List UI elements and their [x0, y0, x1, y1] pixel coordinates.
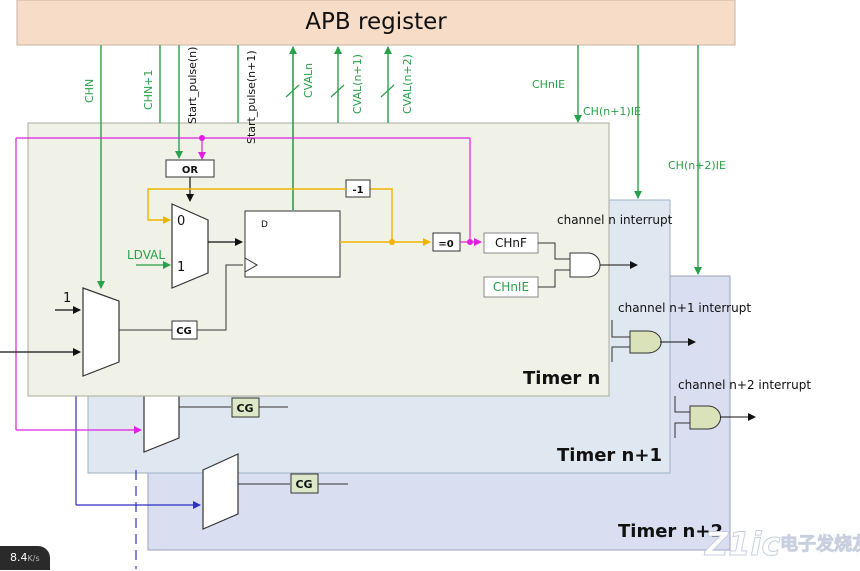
- signal-ch-n1-ie: CH(n+1)IE: [583, 105, 641, 118]
- network-speed-badge: 8.4K/s: [0, 546, 50, 570]
- timer-n1-interrupt-label: channel n+1 interrupt: [618, 301, 751, 315]
- signal-chnie: CHnIE: [532, 78, 565, 91]
- speed-unit: K/s: [27, 554, 40, 563]
- timer-n1-and-gate: [629, 330, 662, 354]
- timer-n-interrupt-label: channel n interrupt: [557, 213, 673, 227]
- clock-select-mux: [82, 287, 120, 377]
- site-watermark: Z1ic 电子发烧友: [704, 525, 860, 564]
- apb-signal-labels: CHN CHN+1 Start_pulse(n) Start_pulse(n+1…: [83, 47, 726, 172]
- chnie-box-label: CHnIE: [493, 280, 529, 294]
- timer-n2-gate: channel n+2 interrupt: [674, 378, 811, 438]
- signal-chn: CHN: [83, 79, 96, 103]
- load-mux-in1: 1: [177, 260, 185, 275]
- timer-n2-mux: [202, 453, 239, 530]
- zero-compare-label: =0: [438, 239, 453, 250]
- load-mux-in0: 0: [177, 214, 185, 229]
- signal-cval-n2: CVAL(n+2): [401, 54, 414, 114]
- minus-one-label: -1: [352, 185, 363, 196]
- timer-n-internals: OR 0 1 LDVAL D -1 =0 CHnF CHnIE: [0, 135, 673, 389]
- timer-n2-and-gate: [689, 405, 722, 430]
- signal-start-pulse-n: Start_pulse(n): [186, 47, 199, 124]
- timer-n2-internals: CG Timer n+2: [75, 396, 723, 569]
- ldval-label: LDVAL: [127, 248, 165, 262]
- or-gate-label: OR: [182, 165, 199, 176]
- speed-value: 8.4: [10, 551, 28, 564]
- timer-n2-cg-label: CG: [295, 478, 312, 491]
- signal-cval-n1: CVAL(n+1): [351, 54, 364, 114]
- counter-register: [244, 210, 341, 278]
- timer-n1-cg-label: CG: [236, 402, 253, 415]
- chnf-label: CHnF: [495, 236, 527, 250]
- signal-start-pulse-n1: Start_pulse(n+1): [245, 50, 258, 144]
- apb-signal-lines: [97, 45, 702, 289]
- timer-n-title: Timer n: [523, 368, 600, 389]
- load-mux: [171, 203, 209, 289]
- register-d-label: D: [261, 220, 268, 230]
- clock-select-one: 1: [63, 291, 71, 306]
- signal-cvaln: CVALn: [302, 63, 315, 98]
- timer-n1-title: Timer n+1: [557, 445, 662, 466]
- signal-chn1: CHN+1: [142, 70, 155, 110]
- timer-n-and-gate: [569, 252, 601, 278]
- apb-register-block: APB register: [16, 0, 736, 46]
- apb-register-title: APB register: [305, 9, 447, 35]
- timer-n1-internals: CG channel n+1 interrupt Timer n+1: [15, 138, 751, 466]
- watermark-text: 电子发烧友: [780, 533, 860, 555]
- watermark-logo: Z1ic: [704, 525, 780, 563]
- timer-n2-title: Timer n+2: [618, 521, 723, 542]
- signal-ch-n2-ie: CH(n+2)IE: [668, 159, 726, 172]
- timer-n-cg-label: CG: [176, 326, 192, 337]
- timer-n2-interrupt-label: channel n+2 interrupt: [678, 378, 811, 392]
